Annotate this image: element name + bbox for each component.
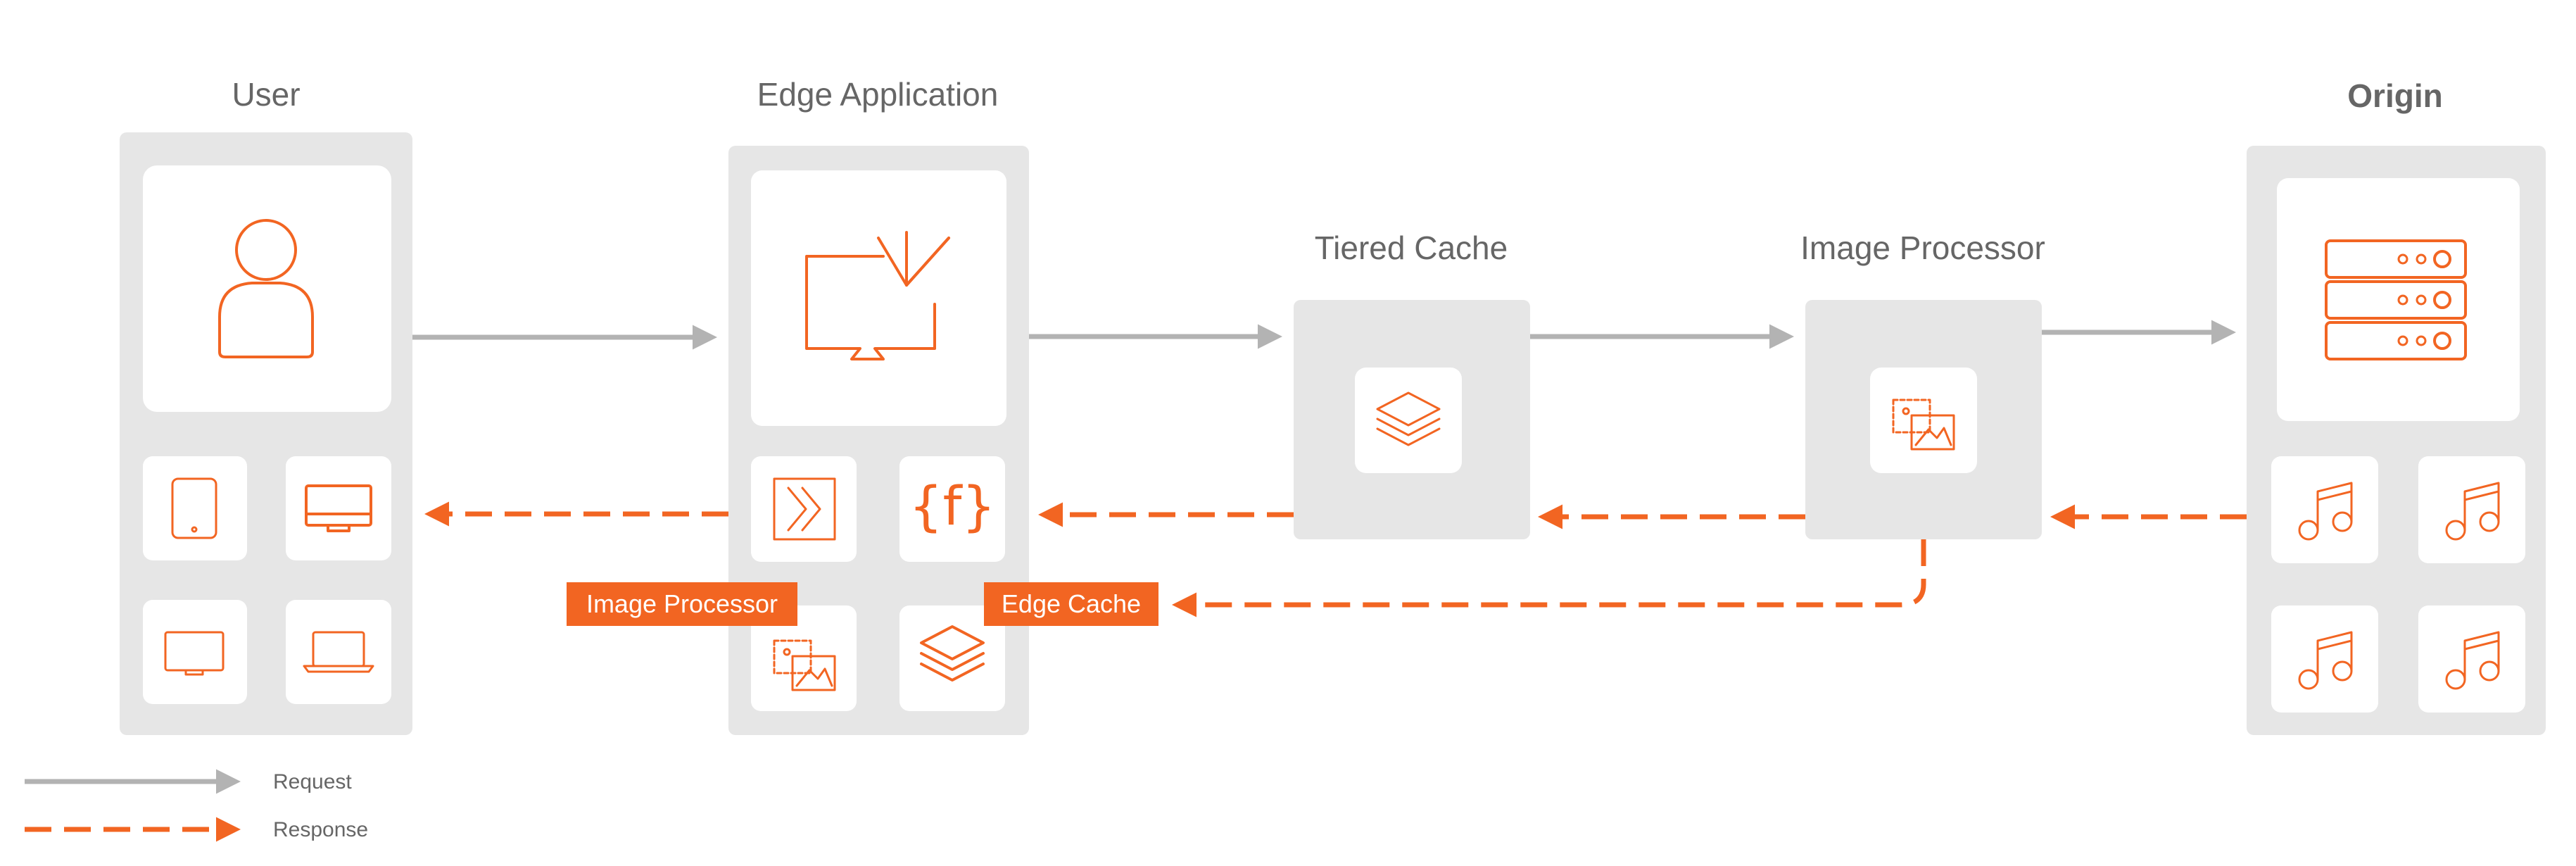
tiered-cache-tile — [1355, 368, 1462, 473]
cache-layers-icon — [1376, 391, 1441, 446]
edge-cache-badge: Edge Cache — [984, 582, 1158, 626]
laptop-tile — [286, 600, 391, 704]
image-processor-icon — [1892, 399, 1955, 451]
desktop-tile — [286, 456, 391, 560]
user-icon — [218, 219, 314, 358]
image-processor-panel — [1805, 300, 2042, 539]
edge-image-processor-tile — [751, 605, 857, 711]
legend: Request Response — [25, 769, 368, 842]
tablet-icon — [171, 477, 217, 539]
origin-panel — [2247, 146, 2546, 735]
tv-tile — [143, 600, 247, 704]
music-icon — [2445, 482, 2500, 541]
music-tile-2 — [2418, 456, 2525, 563]
server-icon — [2325, 239, 2467, 360]
functions-tile — [899, 456, 1005, 562]
music-tile-4 — [2418, 605, 2525, 713]
music-icon — [2445, 631, 2500, 690]
tiered-cache-panel — [1294, 300, 1530, 539]
legend-request-label: Request — [273, 770, 352, 793]
functions-icon: {f} — [909, 475, 995, 537]
desktop-icon — [305, 484, 372, 532]
origin-title: Origin — [2347, 77, 2442, 114]
edge-application-main-tile — [751, 170, 1006, 426]
image-processor-icon — [773, 639, 836, 691]
image-processor-badge: Image Processor — [567, 582, 797, 626]
edge-application-icon — [805, 231, 950, 360]
user-panel — [120, 132, 412, 735]
tablet-tile — [143, 456, 247, 560]
music-tile-1 — [2271, 456, 2378, 563]
cache-layers-icon — [920, 625, 985, 682]
legend-response-label: Response — [273, 818, 368, 841]
music-icon — [2298, 482, 2353, 541]
response-arrow-image-processor-to-edge-cache — [1172, 539, 1926, 617]
music-tile-3 — [2271, 605, 2378, 713]
image-processor-badge-label: Image Processor — [586, 589, 778, 618]
edge-application-title: Edge Application — [757, 76, 999, 113]
edge-cache-badge-label: Edge Cache — [1002, 589, 1141, 618]
edge-functions-icon — [773, 477, 836, 541]
image-processor-title: Image Processor — [1800, 230, 2045, 266]
edge-application-panel: {f} — [728, 146, 1029, 735]
svg-text:{f}: {f} — [909, 475, 995, 537]
laptop-icon — [303, 631, 374, 673]
user-main-tile — [143, 165, 391, 412]
image-processor-tile — [1870, 368, 1977, 473]
user-title: User — [232, 76, 300, 113]
edge-functions-tile — [751, 456, 857, 562]
music-icon — [2298, 631, 2353, 690]
tiered-cache-title: Tiered Cache — [1315, 230, 1508, 266]
tv-icon — [164, 631, 225, 676]
